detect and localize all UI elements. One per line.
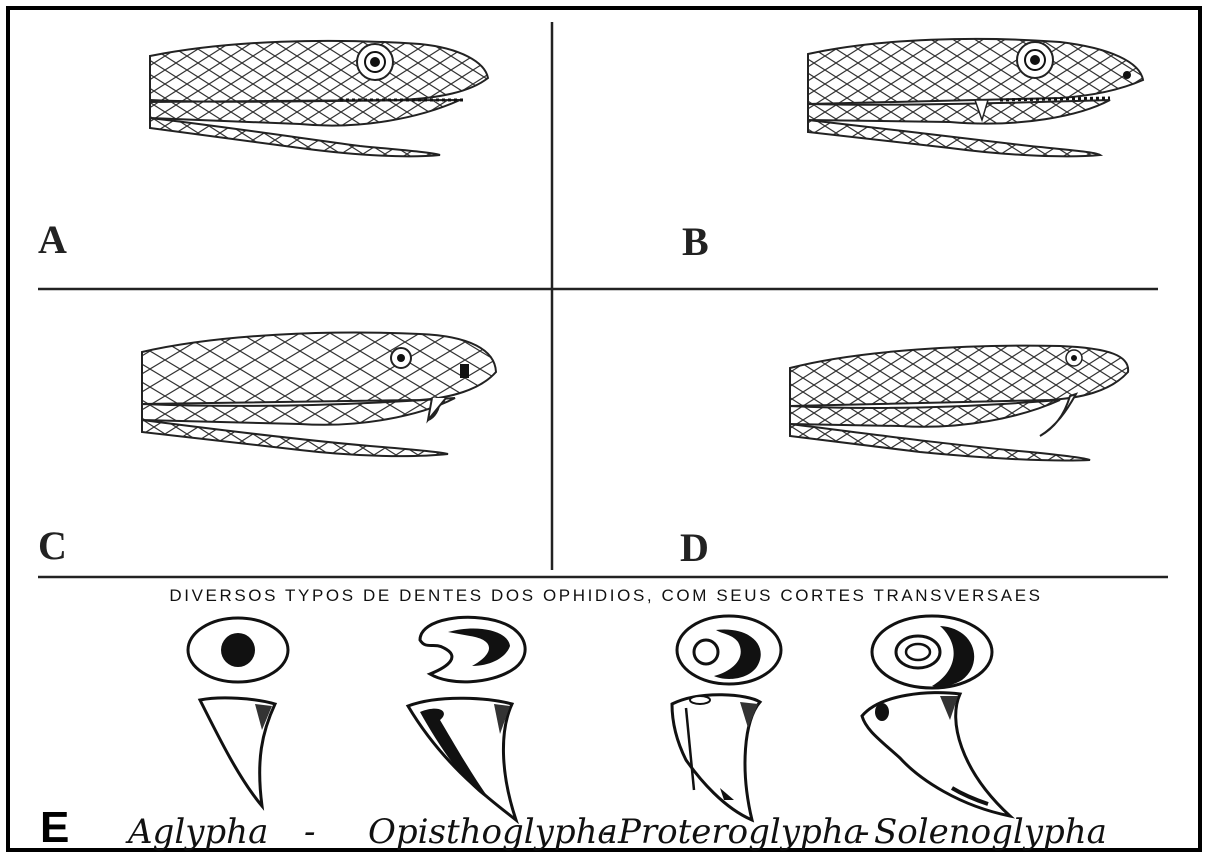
label-separator-2: - [602, 815, 614, 849]
snake-head-c-illustration [142, 333, 496, 456]
tooth-proteroglypha [672, 695, 760, 820]
panel-label-e: E [40, 806, 69, 850]
panel-label-c: C [38, 526, 67, 566]
teeth-caption: DIVERSOS TYPOS DE DENTES DOS OPHIDIOS, C… [0, 586, 1212, 606]
panel-label-b: B [682, 222, 709, 262]
cross-section-solenoglypha [872, 616, 992, 688]
label-separator-1: - [304, 815, 316, 849]
snake-head-b-illustration [808, 39, 1143, 156]
snake-head-a-illustration [150, 41, 488, 156]
label-solenoglypha: Solenoglypha [874, 815, 1107, 849]
tooth-aglypha [200, 698, 275, 806]
tooth-opisthoglypha [408, 698, 516, 820]
cross-section-aglypha [188, 618, 288, 682]
panel-label-d: D [680, 528, 709, 568]
label-aglypha: Aglypha [128, 815, 268, 849]
cross-section-proteroglypha [677, 616, 781, 684]
snake-head-d-illustration [790, 346, 1128, 461]
label-separator-3: - [858, 815, 870, 849]
panel-label-a: A [38, 220, 67, 260]
label-proteroglypha: Proteroglypha [618, 815, 864, 849]
cross-section-opisthoglypha [420, 617, 525, 682]
label-opisthoglypha: Opisthoglypha [368, 815, 618, 849]
tooth-solenoglypha [862, 693, 1010, 816]
